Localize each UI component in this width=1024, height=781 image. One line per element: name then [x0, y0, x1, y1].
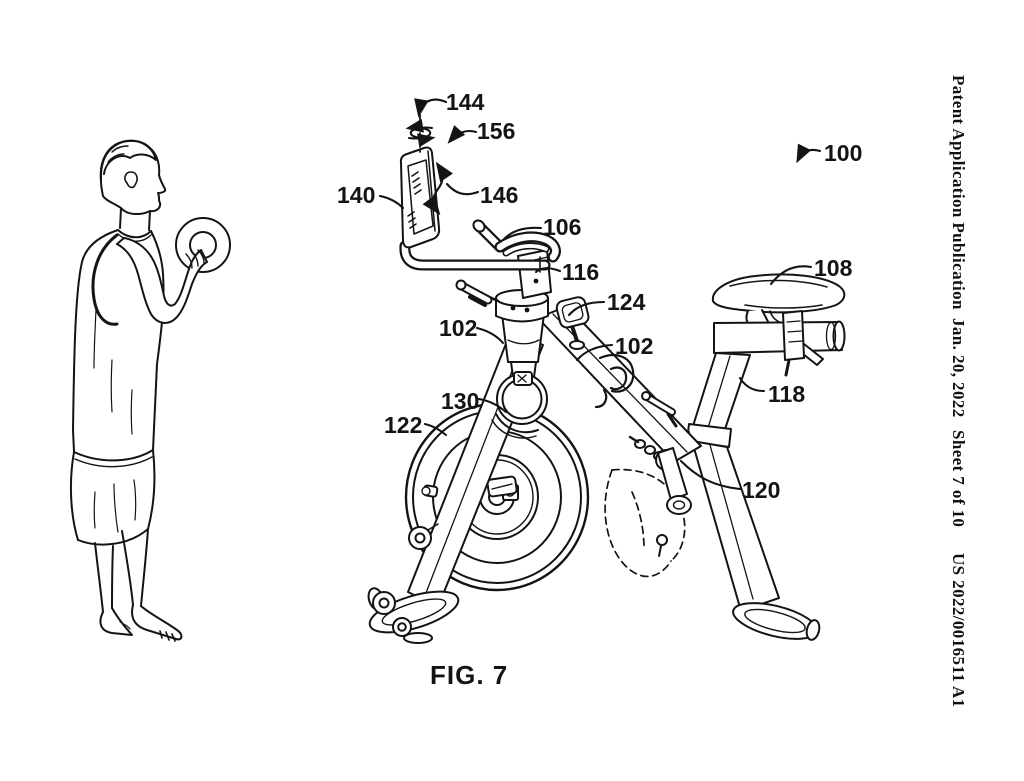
bike-accessory-hook [594, 354, 635, 409]
bike-seat-slider [713, 310, 846, 377]
header-publication-label: Patent Application Publication [949, 75, 968, 310]
bike-rear-leg [691, 440, 821, 641]
ref-label-124: 124 [607, 289, 646, 315]
ref-label-146: 146 [480, 182, 519, 208]
bike-bottle-holder [491, 371, 548, 439]
leader-108 [769, 265, 813, 286]
ref-label-100: 100 [824, 140, 863, 166]
ref-label-130: 130 [441, 388, 480, 414]
bike-support-wheel [408, 523, 439, 550]
swivel-axis-symbol [405, 105, 436, 153]
person-figure [69, 139, 231, 642]
leader-106 [502, 226, 543, 241]
ref-label-116: 116 [562, 259, 600, 285]
bike-handlebars [472, 219, 561, 263]
leader-102b [575, 343, 614, 362]
bike-resistance-lever [641, 391, 678, 428]
ref-label-122: 122 [384, 412, 423, 438]
bike-crank-pedal [655, 447, 692, 557]
ref-label-102b: 102 [615, 333, 654, 359]
ref-label-118: 118 [768, 381, 806, 407]
leader-116 [534, 267, 562, 274]
ref-label-140: 140 [337, 182, 376, 208]
bike-front-foot [367, 587, 460, 644]
bike-far-pedal [486, 475, 518, 498]
header-sheet-number: Sheet 7 of 10 [949, 430, 968, 528]
header-date: Jan. 20, 2022 [949, 318, 968, 418]
leader-140 [378, 194, 405, 210]
tilt-arrow-symbol [422, 161, 453, 216]
ref-label-144: 144 [446, 89, 485, 115]
leader-124 [567, 300, 606, 317]
bike-stem [517, 249, 552, 299]
figure-caption: FIG. 7 [430, 660, 509, 690]
leader-lines [378, 98, 822, 491]
leader-146 [445, 182, 480, 196]
leader-122 [423, 422, 448, 437]
ref-label-106: 106 [543, 214, 582, 240]
leader-120 [679, 459, 742, 491]
leader-100 [796, 143, 822, 164]
ref-label-108: 108 [814, 255, 853, 281]
leader-130 [477, 397, 508, 414]
leader-144 [414, 98, 448, 118]
leader-156 [447, 125, 478, 144]
ref-label-156: 156 [477, 118, 516, 144]
ref-label-102a: 102 [439, 315, 478, 341]
leader-102a [475, 326, 505, 345]
header-document-number: US 2022/0016511 A1 [949, 553, 968, 708]
ref-label-120: 120 [742, 477, 781, 503]
bike-saddle [711, 273, 846, 330]
exercise-bike [367, 105, 846, 644]
leader-118 [738, 376, 766, 393]
